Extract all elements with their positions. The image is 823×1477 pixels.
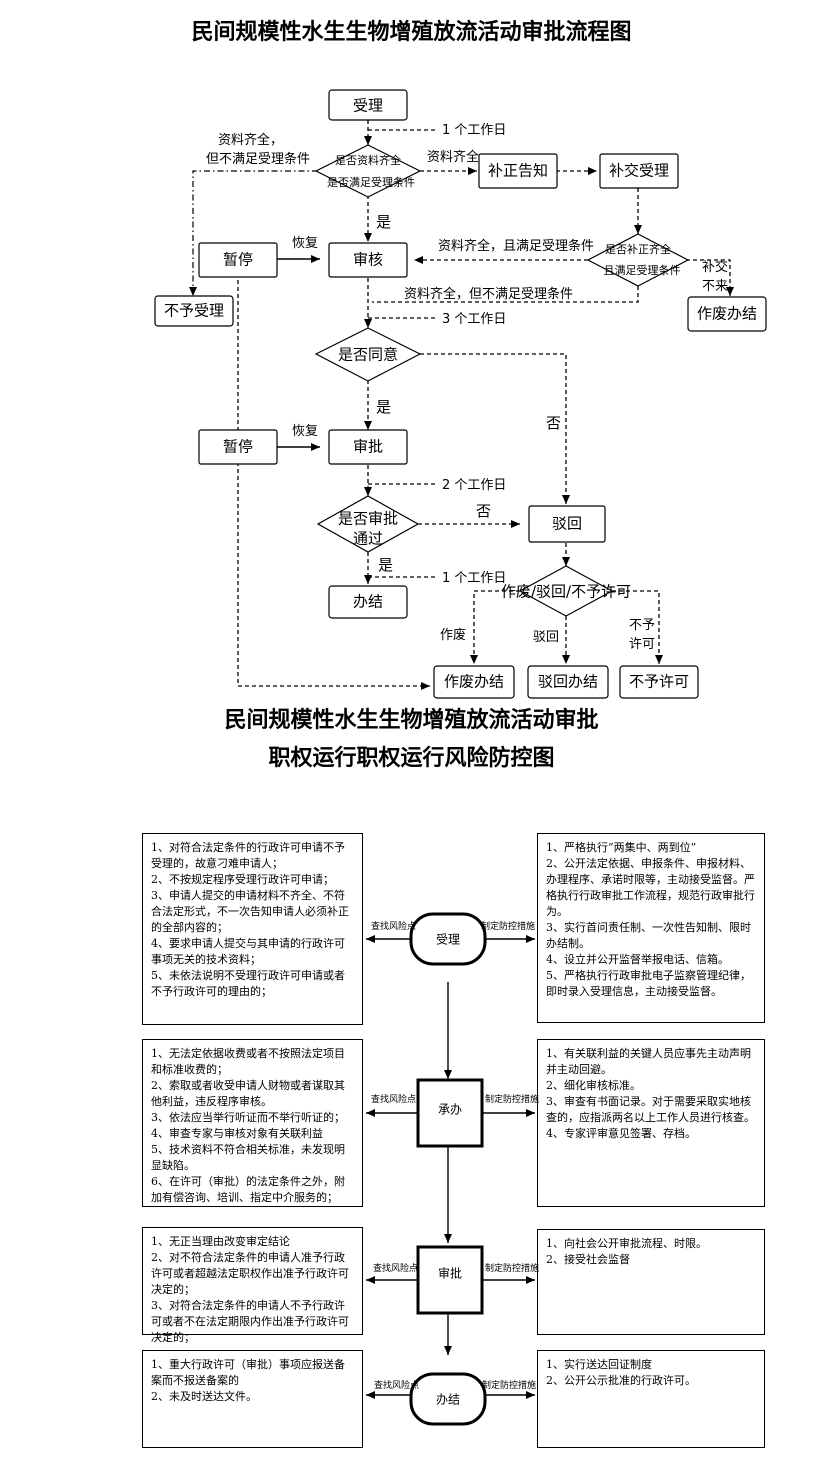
node-pause-1-label: 暂停 — [223, 251, 253, 269]
label-docs-complete-but-1: 资料齐全， — [218, 132, 283, 148]
stage-finish-measures: 制定防控措施 — [482, 1379, 536, 1391]
risk-panel-approve: 1、无正当理由改变审定结论 2、对不符合法定条件的申请人准予行政许可或者超越法定… — [142, 1227, 363, 1344]
decision-approval-pass — [316, 495, 420, 553]
control-panel-finish: 1、实行送达回证制度 2、公开公示批准的行政许可。 — [537, 1350, 765, 1448]
label-docs-ok-meet: 资料齐全，且满足受理条件 — [438, 238, 594, 254]
decision-resubmit-complete — [586, 233, 690, 287]
label-not-permit-2: 许可 — [629, 637, 655, 652]
label-no-2: 否 — [476, 502, 491, 520]
label-yes-2: 是 — [376, 398, 391, 416]
label-no-1: 否 — [546, 414, 561, 432]
stage-approve-node — [416, 1245, 484, 1315]
label-one-day-a: 1 个工作日 — [442, 123, 506, 138]
decision-pass-label2: 通过 — [353, 530, 383, 548]
label-no-resubmit-1: 补交 — [702, 259, 728, 275]
risk-control-diagram: 受理 查找风险点 制定防控措施 承办 查找风险点 制定防控措施 审批 查找风险点… — [366, 912, 539, 1426]
node-return-label: 驳回 — [552, 515, 582, 533]
approval-flowchart: 受理 是否资料齐全 是否满足受理条件 补正告知 补交受理 审核 暂停 不予受理 … — [154, 89, 767, 699]
node-return-close-label: 驳回办结 — [538, 673, 598, 691]
node-void-close-2-label: 作废办结 — [444, 673, 504, 691]
node-not-permit-label: 不予许可 — [629, 673, 689, 691]
label-reject: 驳回 — [533, 630, 559, 645]
decision-branch-label: 作废/驳回/不予许可 — [501, 583, 631, 601]
stage-accept-measures: 制定防控措施 — [481, 920, 535, 932]
node-return-close — [527, 665, 609, 699]
stage-finish-label: 办结 — [436, 1392, 460, 1407]
control-panel-accept: 1、严格执行“两集中、两到位” 2、公开法定依据、申报条件、申报材料、办理程序、… — [537, 833, 765, 1023]
label-docs-complete-but-2: 但不满足受理条件 — [206, 151, 310, 167]
flowchart-title: 民间规模性水生生物增殖放流活动审批流程图 — [191, 20, 632, 45]
label-void: 作废 — [440, 627, 466, 643]
label-not-permit-1: 不予 — [629, 618, 655, 633]
decision-pass-label1: 是否审批 — [338, 510, 398, 528]
stage-approve-measures: 制定防控措施 — [485, 1262, 539, 1274]
stage-accept-node — [409, 912, 487, 966]
stage-approve-find-risk: 查找风险点 — [373, 1262, 418, 1274]
risk-chart-title-line1: 民间规模性水生生物增殖放流活动审批 — [224, 708, 599, 733]
node-resubmit-accept-label: 补交受理 — [609, 162, 669, 180]
decision-resubmit-label1: 是否补正齐全 — [605, 242, 671, 256]
node-void-close-1-label: 作废办结 — [697, 305, 757, 323]
node-correction-notice-label: 补正告知 — [488, 162, 548, 180]
arrow-pause-to-void-close — [237, 280, 430, 690]
stage-approve-label: 审批 — [438, 1266, 462, 1281]
arrow-to-void-close-1 — [686, 259, 734, 296]
label-resume-1: 恢复 — [292, 236, 318, 251]
label-resume-2: 恢复 — [292, 424, 318, 439]
stage-finish-node — [409, 1372, 487, 1426]
node-reject-accept-label: 不予受理 — [164, 302, 224, 320]
arrow-branch-void — [470, 590, 520, 664]
label-yes-3: 是 — [378, 556, 393, 574]
control-panel-handle: 1、有关联利益的关键人员应事先主动声明并主动回避。 2、细化审核标准。 3、审查… — [537, 1039, 765, 1207]
stage-handle-measures: 制定防控措施 — [485, 1093, 539, 1105]
node-pause-2-label: 暂停 — [223, 438, 253, 456]
node-review — [328, 242, 408, 278]
node-finish-label: 办结 — [353, 593, 383, 611]
risk-panel-accept: 1、对符合法定条件的行政许可申请不予受理的，故意刁难申请人； 2、不按规定程序受… — [142, 833, 363, 1025]
stage-handle-node — [416, 1078, 484, 1148]
risk-chart-title-line2: 职权运行职权运行风险防控图 — [268, 746, 555, 771]
label-docs-complete: 资料齐全 — [427, 149, 479, 165]
decision-resubmit-label2: 且满足受理条件 — [604, 263, 681, 277]
risk-panel-handle: 1、无法定依据收费或者不按照法定项目和标准收费的； 2、索取或者收受申请人财物或… — [142, 1039, 363, 1207]
arrow-agree-no-to-return — [420, 353, 570, 504]
label-three-days: 3 个工作日 — [442, 312, 506, 327]
decision-docs-complete-label2: 是否满足受理条件 — [327, 175, 415, 189]
arrow-to-reject-accept — [189, 170, 318, 296]
node-accept-label: 受理 — [353, 97, 383, 115]
node-void-close-2 — [433, 665, 515, 699]
node-pause-1 — [198, 242, 278, 278]
decision-agree-label: 是否同意 — [338, 346, 398, 364]
label-two-days: 2 个工作日 — [442, 478, 506, 493]
node-pause-2 — [198, 429, 278, 465]
label-no-resubmit-2: 不来 — [702, 279, 728, 294]
stage-handle-find-risk: 查找风险点 — [371, 1093, 416, 1105]
node-review-label: 审核 — [353, 251, 383, 269]
node-resubmit-accept — [599, 153, 679, 189]
decision-agree — [314, 327, 422, 382]
decision-docs-complete — [314, 144, 422, 198]
stage-handle-label: 承办 — [438, 1102, 462, 1117]
node-approve-label: 审批 — [353, 438, 383, 456]
stage-accept-label: 受理 — [436, 933, 460, 947]
label-docs-ok-not-meet: 资料齐全，但不满足受理条件 — [404, 286, 573, 302]
node-reject-accept — [154, 295, 234, 327]
decision-docs-complete-label1: 是否资料齐全 — [335, 153, 401, 167]
node-accept — [328, 89, 408, 121]
decision-branch — [518, 565, 614, 617]
node-finish — [328, 585, 408, 619]
node-return — [528, 505, 606, 543]
control-panel-approve: 1、向社会公开审批流程、时限。 2、接受社会监督 — [537, 1229, 765, 1335]
node-not-permit — [619, 665, 699, 699]
node-correction-notice — [478, 153, 558, 189]
line-docs-ok-not-meet — [372, 286, 639, 303]
arrow-branch-not-permit — [612, 590, 663, 664]
node-approve — [328, 429, 408, 465]
node-void-close-1 — [687, 296, 767, 332]
risk-panel-finish: 1、重大行政许可（审批）事项应报送备案而不报送备案的 2、未及时送达文件。 — [142, 1350, 363, 1448]
label-one-day-b: 1 个工作日 — [442, 571, 506, 586]
label-yes-1: 是 — [376, 213, 391, 231]
stage-accept-find-risk: 查找风险点 — [371, 920, 416, 932]
stage-finish-find-risk: 查找风险点 — [374, 1379, 419, 1391]
